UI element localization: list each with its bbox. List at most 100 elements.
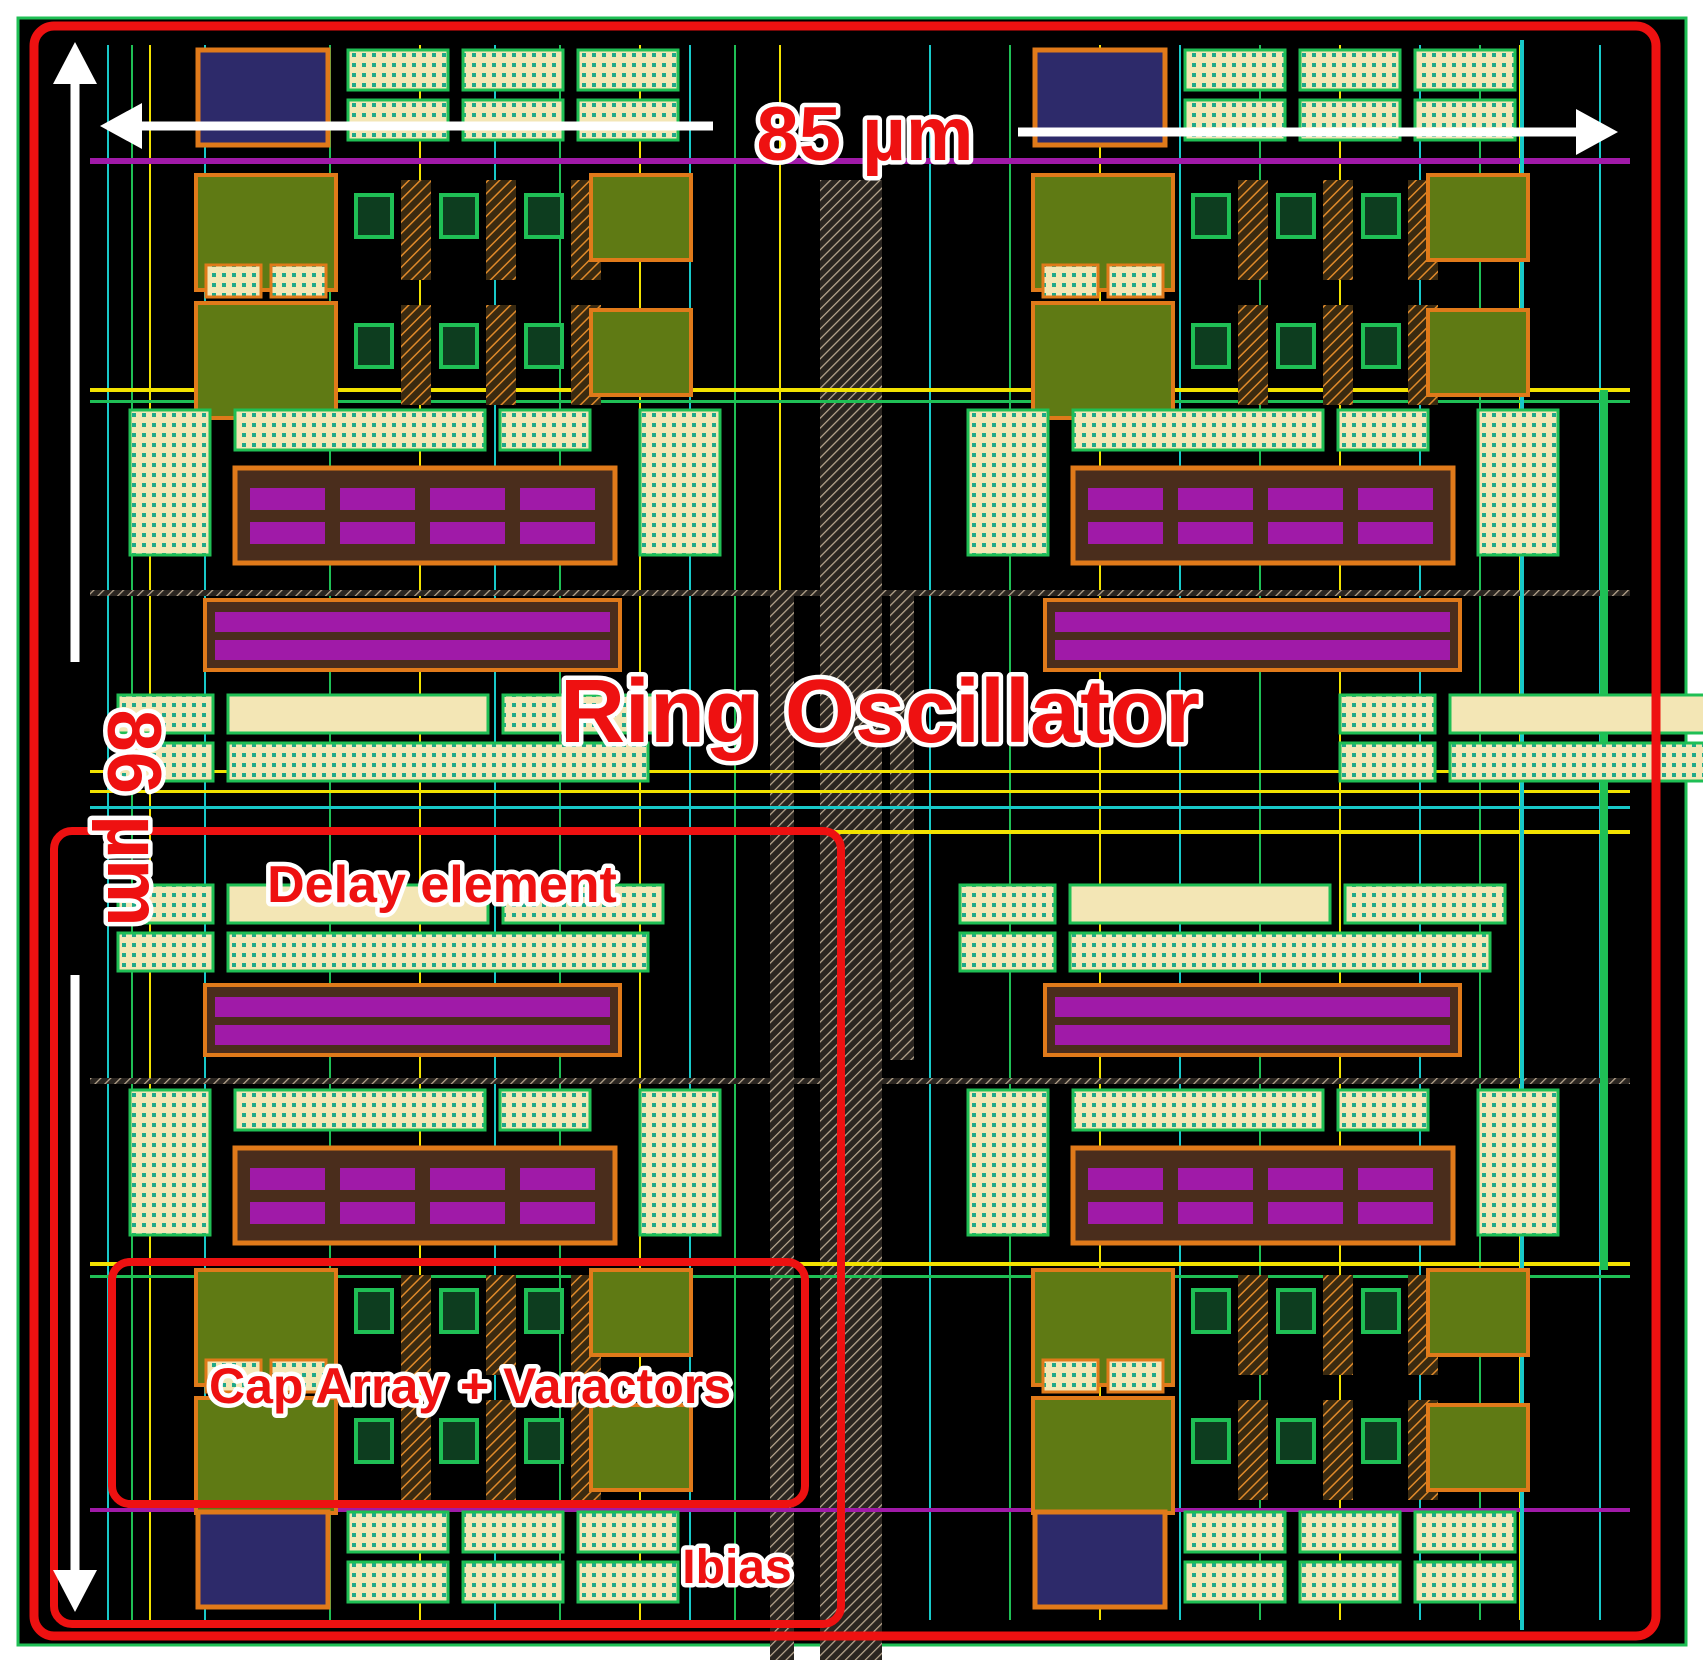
switch-cell (269, 1358, 328, 1394)
horizontal-bus (90, 1262, 1630, 1266)
delay-input-cell (128, 408, 212, 557)
delay-bias-row (498, 1088, 592, 1132)
varactor-cell (1191, 193, 1231, 239)
delay-poly (520, 1202, 595, 1224)
varactor-cell (354, 193, 394, 239)
logic-row (958, 883, 1057, 925)
varactor-finger (1323, 1400, 1353, 1500)
ibias-cell (1183, 1560, 1287, 1604)
delay-poly (340, 522, 415, 544)
width-dimension-label: 85 µm (756, 92, 973, 177)
delay-poly (520, 1168, 595, 1190)
delay-poly (340, 488, 415, 510)
cap-array-box (108, 1258, 809, 1508)
delay-input-cell (638, 1088, 722, 1237)
delay-poly (1268, 488, 1343, 510)
ibias-cell (346, 1560, 450, 1604)
horizontal-bus (90, 388, 1630, 392)
logic-row (501, 883, 665, 925)
delay-core (1070, 465, 1456, 566)
delay-poly (250, 1202, 325, 1224)
varactor-finger (1238, 1275, 1268, 1375)
logic-row (226, 693, 490, 735)
delay-bias-row (233, 408, 487, 452)
ibias-cell (461, 98, 565, 142)
cap-array-label: Cap Array + Varactors (209, 1358, 731, 1414)
ibias-cell (1183, 48, 1287, 92)
logic-row (1448, 693, 1703, 735)
varactor-finger (1323, 1275, 1353, 1375)
horizontal-bus (90, 1078, 1630, 1084)
delay-poly (430, 1168, 505, 1190)
varactor-finger (1238, 1400, 1268, 1500)
ibias-cell (576, 98, 680, 142)
varactor-cell (354, 323, 394, 369)
buffer-poly (1055, 1025, 1450, 1045)
varactor-cell (439, 323, 479, 369)
varactor-finger (401, 1275, 431, 1375)
width-dimension-arrow (100, 103, 1618, 155)
delay-core (232, 465, 618, 566)
logic-row (226, 741, 650, 783)
buffer-poly (215, 640, 610, 660)
height-dimension-label: 86 µm (91, 709, 176, 926)
ibias-cell (1413, 1510, 1517, 1554)
buffer-poly (1055, 640, 1450, 660)
right-rail-2 (1520, 40, 1524, 1630)
delay-poly (1088, 1168, 1163, 1190)
varactor-cell (354, 1418, 394, 1464)
varactor-cell (524, 1288, 564, 1334)
layout-cells (116, 47, 1703, 1610)
cap-cell (1426, 1268, 1530, 1357)
varactor-cell (1191, 323, 1231, 369)
varactor-finger (401, 305, 431, 405)
varactor-cell (524, 193, 564, 239)
ibias-cell (461, 48, 565, 92)
varactor-cell (439, 1418, 479, 1464)
cap-cell (589, 308, 693, 397)
delay-poly (340, 1168, 415, 1190)
varactor-finger (1323, 180, 1353, 280)
delay-poly (340, 1202, 415, 1224)
delay-poly (1358, 1168, 1433, 1190)
delay-bias-row (1336, 1088, 1430, 1132)
delay-poly (1358, 488, 1433, 510)
logic-row (116, 741, 215, 783)
varactor-cell (1276, 323, 1316, 369)
delay-poly (1088, 1202, 1163, 1224)
delay-poly (430, 1202, 505, 1224)
cap-cell (1426, 173, 1530, 262)
switch-cell (204, 1358, 263, 1394)
ibias-cell (195, 47, 331, 148)
cap-cell (589, 173, 693, 262)
delay-poly (250, 1168, 325, 1190)
varactor-finger (1238, 180, 1268, 280)
switch-cell (1106, 1358, 1165, 1394)
logic-row (116, 883, 215, 925)
delay-bias-row (233, 1088, 487, 1132)
delay-poly (1178, 1202, 1253, 1224)
center-spine (820, 180, 882, 1660)
delay-bias-row (1071, 408, 1325, 452)
cap-cell (1031, 1396, 1175, 1515)
horizontal-bus (90, 590, 1630, 596)
delay-poly (1358, 1202, 1433, 1224)
ibias-cell (461, 1560, 565, 1604)
logic-row (958, 931, 1057, 973)
horizontal-bus (90, 158, 1630, 164)
logic-row (1343, 883, 1507, 925)
ibias-cell (1298, 1560, 1402, 1604)
ibias-cell (576, 1560, 680, 1604)
center-spine-3 (890, 590, 914, 1060)
delay-poly (430, 488, 505, 510)
varactor-finger (486, 180, 516, 280)
delay-input-cell (638, 408, 722, 557)
delay-poly (1268, 1168, 1343, 1190)
delay-poly (250, 488, 325, 510)
ring-oscillator-label: Ring Oscillator (560, 662, 1200, 762)
delay-poly (1178, 522, 1253, 544)
logic-row (226, 931, 650, 973)
logic-row (1338, 741, 1437, 783)
ring-oscillator-box (29, 21, 1661, 1641)
varactor-cell (1191, 1288, 1231, 1334)
